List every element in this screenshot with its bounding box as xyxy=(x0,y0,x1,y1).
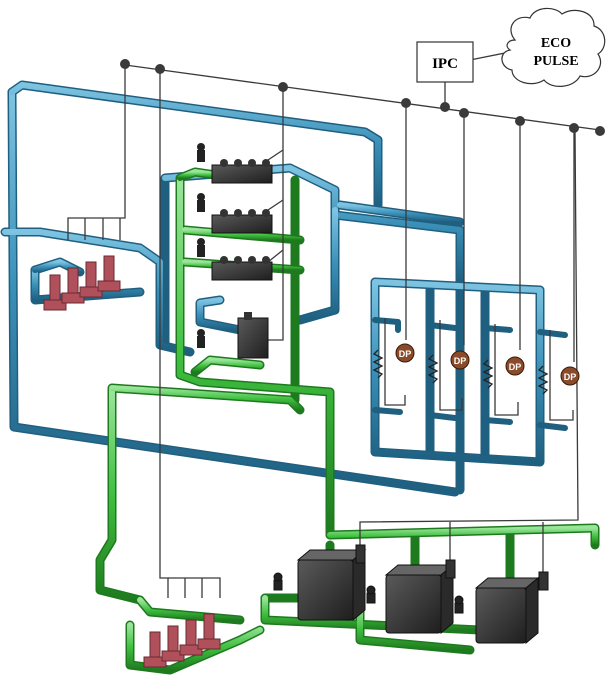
pump-icon xyxy=(79,261,103,298)
condenser-water-pumps xyxy=(143,613,221,668)
computer-box-icon xyxy=(416,41,474,83)
ipc-label: IPC xyxy=(432,56,458,72)
eco-pulse-cloud: ECO PULSE xyxy=(501,7,606,87)
coil-icon xyxy=(537,365,549,395)
heat-exchanger-icon xyxy=(237,312,269,359)
pump-icon xyxy=(197,613,221,650)
pump-icon xyxy=(97,255,121,292)
coil-icon xyxy=(427,354,439,384)
dp-label: DP xyxy=(564,372,577,382)
chillers xyxy=(273,544,549,645)
heat-exchanger-stack xyxy=(197,143,273,359)
valve-icon xyxy=(197,143,205,348)
coil-icon xyxy=(372,349,384,379)
chiller-unit-icon xyxy=(474,576,540,645)
differential-pressure-sensor-icon: DP xyxy=(395,343,415,363)
pump-icon xyxy=(143,631,167,668)
heat-exchanger-icon xyxy=(211,159,273,184)
heat-exchanger-icon xyxy=(211,209,273,234)
pump-icon xyxy=(43,274,67,311)
cloud-label-line2: PULSE xyxy=(533,54,578,69)
heat-exchanger-icon xyxy=(211,256,273,281)
dp-label: DP xyxy=(454,356,467,366)
control-wiring xyxy=(67,51,601,598)
dp-label: DP xyxy=(399,349,412,359)
condenser-water-piping xyxy=(95,167,600,675)
cloud-icon xyxy=(501,7,606,87)
cloud-label-line1: ECO xyxy=(541,36,571,51)
pump-icon xyxy=(179,619,203,656)
coil-branches xyxy=(372,349,549,395)
ipc-controller: IPC xyxy=(416,41,474,83)
differential-pressure-sensor-icon: DP xyxy=(505,356,525,376)
pump-icon xyxy=(161,625,185,662)
wire-junctions xyxy=(120,59,605,136)
differential-pressure-sensor-icon: DP xyxy=(450,350,470,370)
pump-icon xyxy=(61,267,85,304)
dp-sensors: DP DP DP DP xyxy=(395,343,580,386)
coil-icon xyxy=(482,359,494,389)
chiller-unit-icon xyxy=(296,548,367,622)
chilled-water-pumps xyxy=(43,255,121,311)
chiller-unit-icon xyxy=(384,563,455,635)
dp-label: DP xyxy=(509,362,522,372)
differential-pressure-sensor-icon: DP xyxy=(560,366,580,386)
